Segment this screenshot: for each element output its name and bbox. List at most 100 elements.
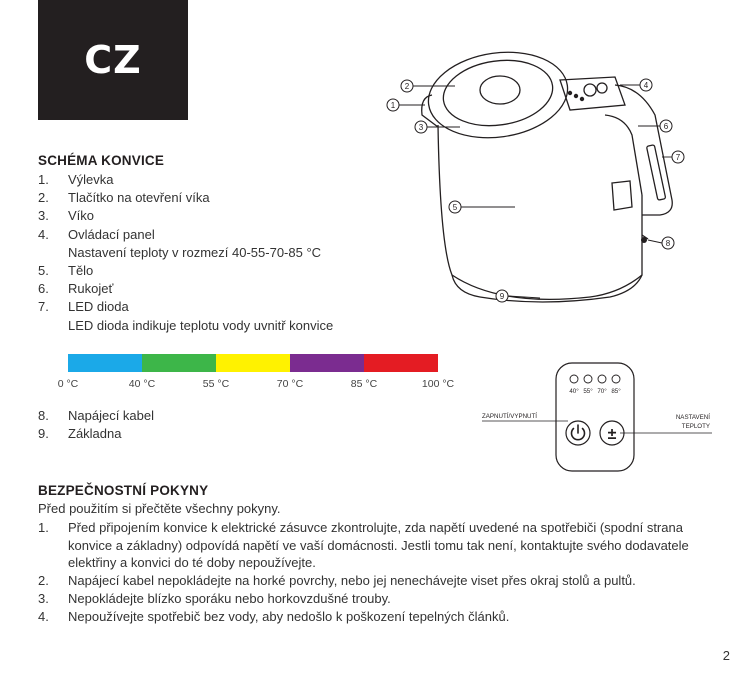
item-label: Před připojením konvice k elektrické zás… xyxy=(68,520,689,570)
temp-option-85: 85° xyxy=(611,388,621,395)
temperature-label: 70 °C xyxy=(276,378,304,390)
item-number: 3. xyxy=(38,208,49,224)
kettle-body-outline xyxy=(437,124,643,301)
plus-minus-icon: ± xyxy=(608,426,617,443)
item-label: Tlačítko na otevření víka xyxy=(68,190,210,206)
item-label: Napájecí kabel xyxy=(68,408,154,423)
temp-option-55: 55° xyxy=(583,388,593,395)
item-number: 8. xyxy=(38,408,49,423)
cable-outline xyxy=(641,234,649,240)
item-number: 3. xyxy=(38,591,49,606)
list-item: 4. Nepoužívejte spotřebič bez vody, aby n… xyxy=(38,608,728,626)
item-number: 9. xyxy=(38,426,49,442)
schema-title: SCHÉMA KONVICE xyxy=(38,153,165,168)
power-icon xyxy=(570,427,586,441)
item-number: 4. xyxy=(38,226,49,242)
list-item: 5. Tělo xyxy=(38,262,438,280)
temperature-label: 40 °C xyxy=(128,378,156,390)
schema-list-continued: 8. Napájecí kabel 9. Základna xyxy=(38,407,438,443)
list-item: 1. Před připojením konvice k elektrické z… xyxy=(38,519,728,572)
list-item: 1. Výlevka xyxy=(38,171,438,189)
item-number: 2. xyxy=(38,190,49,206)
control-panel-body xyxy=(555,362,635,472)
temperature-segment-2 xyxy=(216,354,290,372)
item-label: Základna xyxy=(68,426,122,442)
list-item: 3. Nepokládejte blízko sporáku nebo horko… xyxy=(38,590,728,608)
item-label: Výlevka xyxy=(68,172,114,187)
item-label: Tělo xyxy=(68,263,94,279)
callout-8: 8 xyxy=(666,239,671,248)
item-label: Rukojeť xyxy=(68,281,114,297)
control-panel-outline xyxy=(559,76,626,111)
list-item: 8. Napájecí kabel xyxy=(38,407,438,425)
list-item: 3. Víko xyxy=(38,207,438,225)
item-label: Napájecí kabel nepokládejte na horké pov… xyxy=(68,573,636,588)
handle-outer xyxy=(614,84,673,216)
temp-option-70: 70° xyxy=(597,388,607,395)
temperature-segment-0 xyxy=(68,354,142,372)
temperature-label: 55 °C xyxy=(202,378,230,390)
temp-label-line2: TEPLOTY xyxy=(682,423,710,430)
led-40-icon xyxy=(569,374,579,384)
kettle-lid-outline xyxy=(427,51,569,139)
callout-7: 7 xyxy=(676,153,681,162)
item-number: 1. xyxy=(38,520,49,535)
item-number: 4. xyxy=(38,609,49,624)
callout-1: 1 xyxy=(391,101,396,110)
kettle-diagram: 1 2 3 4 5 6 7 8 9 xyxy=(386,51,685,303)
handle-inner xyxy=(604,114,643,196)
language-badge: CZ xyxy=(38,0,188,120)
callout-5: 5 xyxy=(453,203,458,212)
kettle-spout-outline xyxy=(421,94,439,128)
language-code: CZ xyxy=(84,38,142,82)
item-label: Nepoužívejte spotřebič bez vody, aby ned… xyxy=(68,609,510,624)
item-label: Víko xyxy=(68,208,95,224)
list-item: 9. Základna xyxy=(38,425,438,443)
temperature-label: 0 °C xyxy=(57,378,79,390)
callout-4: 4 xyxy=(644,81,649,90)
power-label: ZAPNUTÍ/VYPNUTÍ xyxy=(482,413,537,420)
kettle-lid-inner xyxy=(442,59,554,127)
handle-foot xyxy=(611,180,633,211)
item-number: 1. xyxy=(38,172,49,187)
temperature-label: 100 °C xyxy=(421,378,455,390)
power-button[interactable] xyxy=(565,420,591,446)
callout-2: 2 xyxy=(405,82,410,91)
callout-3: 3 xyxy=(419,123,424,132)
led-85-icon xyxy=(611,374,621,384)
safety-list: 1. Před připojením konvice k elektrické z… xyxy=(38,519,728,626)
callout-6: 6 xyxy=(664,122,669,131)
led-strip-outline xyxy=(646,144,667,201)
control-panel-diagram: 40° 55° 70° 85° ± ZAPNUTÍ/VYPNUTÍ NASTAV… xyxy=(482,362,712,472)
list-item: 6. Rukojeť xyxy=(38,280,438,298)
schema-list: 1. Výlevka 2. Tlačítko na otevření víka 3. Ví… xyxy=(38,171,438,335)
temperature-segment-4 xyxy=(364,354,438,372)
item-label: LED dioda xyxy=(68,299,129,315)
lid-open-button-outline xyxy=(479,75,521,105)
callout-9: 9 xyxy=(500,292,505,301)
kettle-base-outline xyxy=(451,274,643,303)
safety-title: BEZPEČNOSTNÍ POKYNY xyxy=(38,483,209,498)
led-55-icon xyxy=(583,374,593,384)
temp-label-line1: NASTAVENÍ xyxy=(676,414,710,421)
item-number: 5. xyxy=(38,263,49,279)
item-sub-label: LED dioda indikuje teplotu vody uvnitř k… xyxy=(68,317,334,333)
list-item: 2. Tlačítko na otevření víka xyxy=(38,189,438,207)
item-sub-label: Nastavení teploty v rozmezí 40-55-70-85 … xyxy=(68,244,322,260)
item-number: 6. xyxy=(38,281,49,297)
page-number: 2 xyxy=(722,648,730,663)
item-number: 7. xyxy=(38,299,49,315)
item-label: Nepokládejte blízko sporáku nebo horkovz… xyxy=(68,591,391,606)
temperature-segment-1 xyxy=(142,354,216,372)
temperature-label: 85 °C xyxy=(350,378,378,390)
temperature-color-bar xyxy=(68,354,438,372)
item-number: 2. xyxy=(38,573,49,588)
temp-option-40: 40° xyxy=(569,388,579,395)
item-label: Ovládací panel xyxy=(68,226,155,242)
temperature-segment-3 xyxy=(290,354,364,372)
led-70-icon xyxy=(597,374,607,384)
list-item: 2. Napájecí kabel nepokládejte na horké p… xyxy=(38,572,728,590)
safety-intro: Před použitím si přečtěte všechny pokyny… xyxy=(38,501,281,516)
